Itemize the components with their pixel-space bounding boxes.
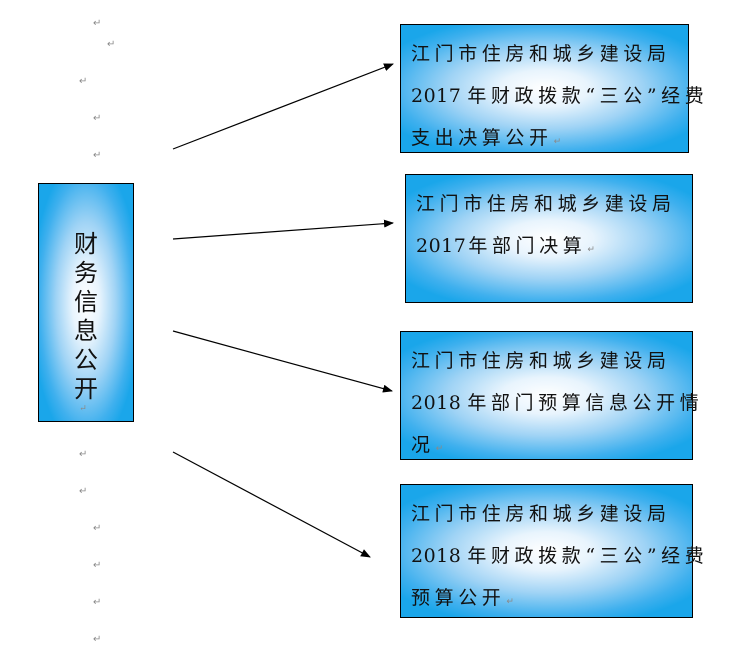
- box-line: 江门市住房和城乡建设局: [411, 503, 671, 525]
- box-line-text: 支出决算公开: [411, 127, 553, 149]
- year: 2018: [411, 545, 462, 567]
- paragraph-mark: ↵: [506, 597, 514, 607]
- paragraph-mark: ↵: [93, 113, 102, 124]
- year: 2018: [411, 392, 462, 414]
- box-line: 预算公开↵: [411, 577, 684, 619]
- label-char: 开: [74, 375, 98, 403]
- box-line-text: 年部门决算: [468, 235, 587, 257]
- arrow-to-box-3: [172, 330, 393, 393]
- box-line-text: 预算公开: [411, 587, 506, 609]
- label-char: 公: [74, 346, 98, 374]
- paragraph-mark: ↵: [435, 444, 444, 454]
- paragraph-mark: ↵: [79, 76, 88, 87]
- box-line: 江门市住房和城乡建设局: [411, 350, 671, 372]
- year: 2017: [416, 235, 467, 257]
- paragraph-mark: ↵: [93, 560, 102, 571]
- paragraph-mark: ↵: [79, 486, 88, 497]
- label-char: 信: [74, 288, 98, 316]
- vertical-label: 财 务 信 息 公 开 ↵: [39, 230, 133, 414]
- label-char: 财: [74, 230, 98, 258]
- box-line-text: 年部门预算信息公开情: [467, 392, 704, 414]
- box-line-text: 年财政拨款“三公”经费: [467, 545, 709, 567]
- paragraph-mark: ↵: [93, 597, 102, 608]
- arrow-to-box-2: [172, 219, 394, 240]
- paragraph-mark: ↵: [107, 39, 116, 50]
- label-char: 息: [74, 317, 98, 345]
- box-line: 江门市住房和城乡建设局: [416, 193, 676, 215]
- paragraph-mark: ↵: [587, 245, 595, 255]
- box-line: 江门市住房和城乡建设局: [411, 43, 671, 65]
- label-char: 务: [74, 259, 98, 287]
- box-line: 况↵: [411, 424, 684, 466]
- arrow-to-box-4: [172, 451, 371, 558]
- arrow-to-box-1: [172, 63, 394, 150]
- paragraph-mark: ↵: [79, 404, 87, 414]
- paragraph-mark: ↵: [93, 18, 102, 29]
- paragraph-mark: ↵: [79, 449, 88, 460]
- paragraph-mark: ↵: [553, 137, 562, 147]
- year: 2017: [411, 85, 462, 107]
- box-line-text: 况: [411, 434, 435, 456]
- box-line: 支出决算公开↵: [411, 117, 680, 159]
- finance-info-disclosure-box[interactable]: 财 务 信 息 公 开 ↵: [38, 183, 134, 422]
- paragraph-mark: ↵: [93, 523, 102, 534]
- box-line-text: 年财政拨款“三公”经费: [467, 85, 709, 107]
- paragraph-mark: ↵: [93, 634, 102, 645]
- paragraph-mark: ↵: [93, 150, 102, 161]
